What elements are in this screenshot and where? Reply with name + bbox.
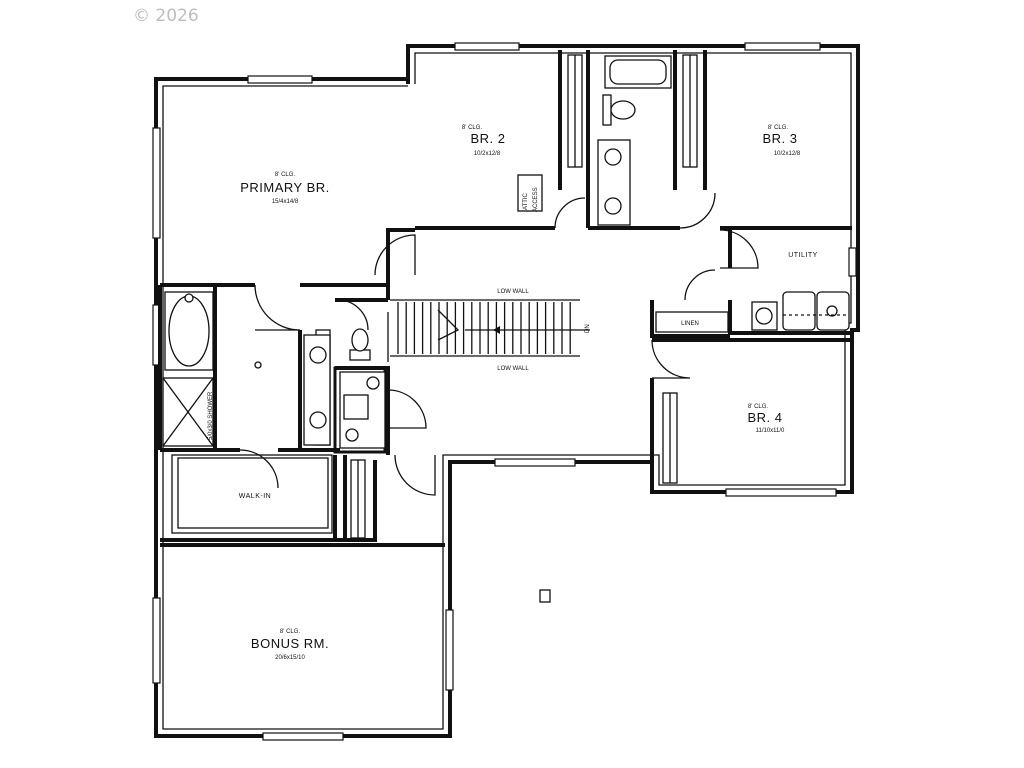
br3-size: 10/2x12/8: [774, 151, 801, 157]
br2-name: BR. 2: [470, 131, 505, 146]
br4-name: BR. 4: [747, 410, 782, 425]
br3-ceiling: 8' CLG.: [768, 125, 788, 131]
primary-ceiling: 8' CLG.: [275, 172, 295, 178]
br2-size: 10/2x12/8: [474, 151, 501, 157]
bonus-size: 20/6x15/10: [275, 655, 305, 661]
interior-walls: [158, 50, 852, 547]
primary-name: PRIMARY BR.: [240, 180, 330, 195]
br2-ceiling: 8' CLG.: [462, 125, 482, 131]
br3-name: BR. 3: [762, 131, 797, 146]
attic-label: ATTIC: [523, 192, 529, 210]
walk-in-label: WALK-IN: [239, 493, 271, 500]
stair-break-line: [437, 309, 460, 341]
exterior-walls: [154, 44, 860, 738]
shower-label: 5/0x3/0 SHOWER: [208, 391, 214, 440]
closet-shelves: [171, 54, 729, 539]
low-wall-top-label: LOW WALL: [497, 289, 529, 295]
linen-label: LINEN: [681, 321, 699, 327]
stairs: [397, 302, 571, 354]
bath-fixtures: [162, 55, 850, 603]
copyright-text: © 2026: [133, 6, 199, 26]
utility-label: UTILITY: [788, 252, 818, 259]
bonus-name: BONUS RM.: [251, 636, 329, 651]
stair-arrow-head: [493, 326, 500, 334]
access-label: ACCESS: [533, 187, 539, 212]
door-swings: [239, 170, 759, 496]
bonus-ceiling: 8' CLG.: [280, 629, 300, 635]
stair-dn-label: DN: [585, 324, 591, 333]
low-wall-bottom-label: LOW WALL: [497, 366, 529, 372]
br4-size: 11/10x11/0: [756, 428, 785, 434]
primary-size: 15/4x14/8: [272, 199, 299, 205]
windows: [152, 42, 857, 741]
br4-ceiling: 8' CLG.: [748, 404, 768, 410]
room-labels: 8' CLG. PRIMARY BR. 15/4x14/8 8' CLG. BR…: [208, 125, 818, 661]
